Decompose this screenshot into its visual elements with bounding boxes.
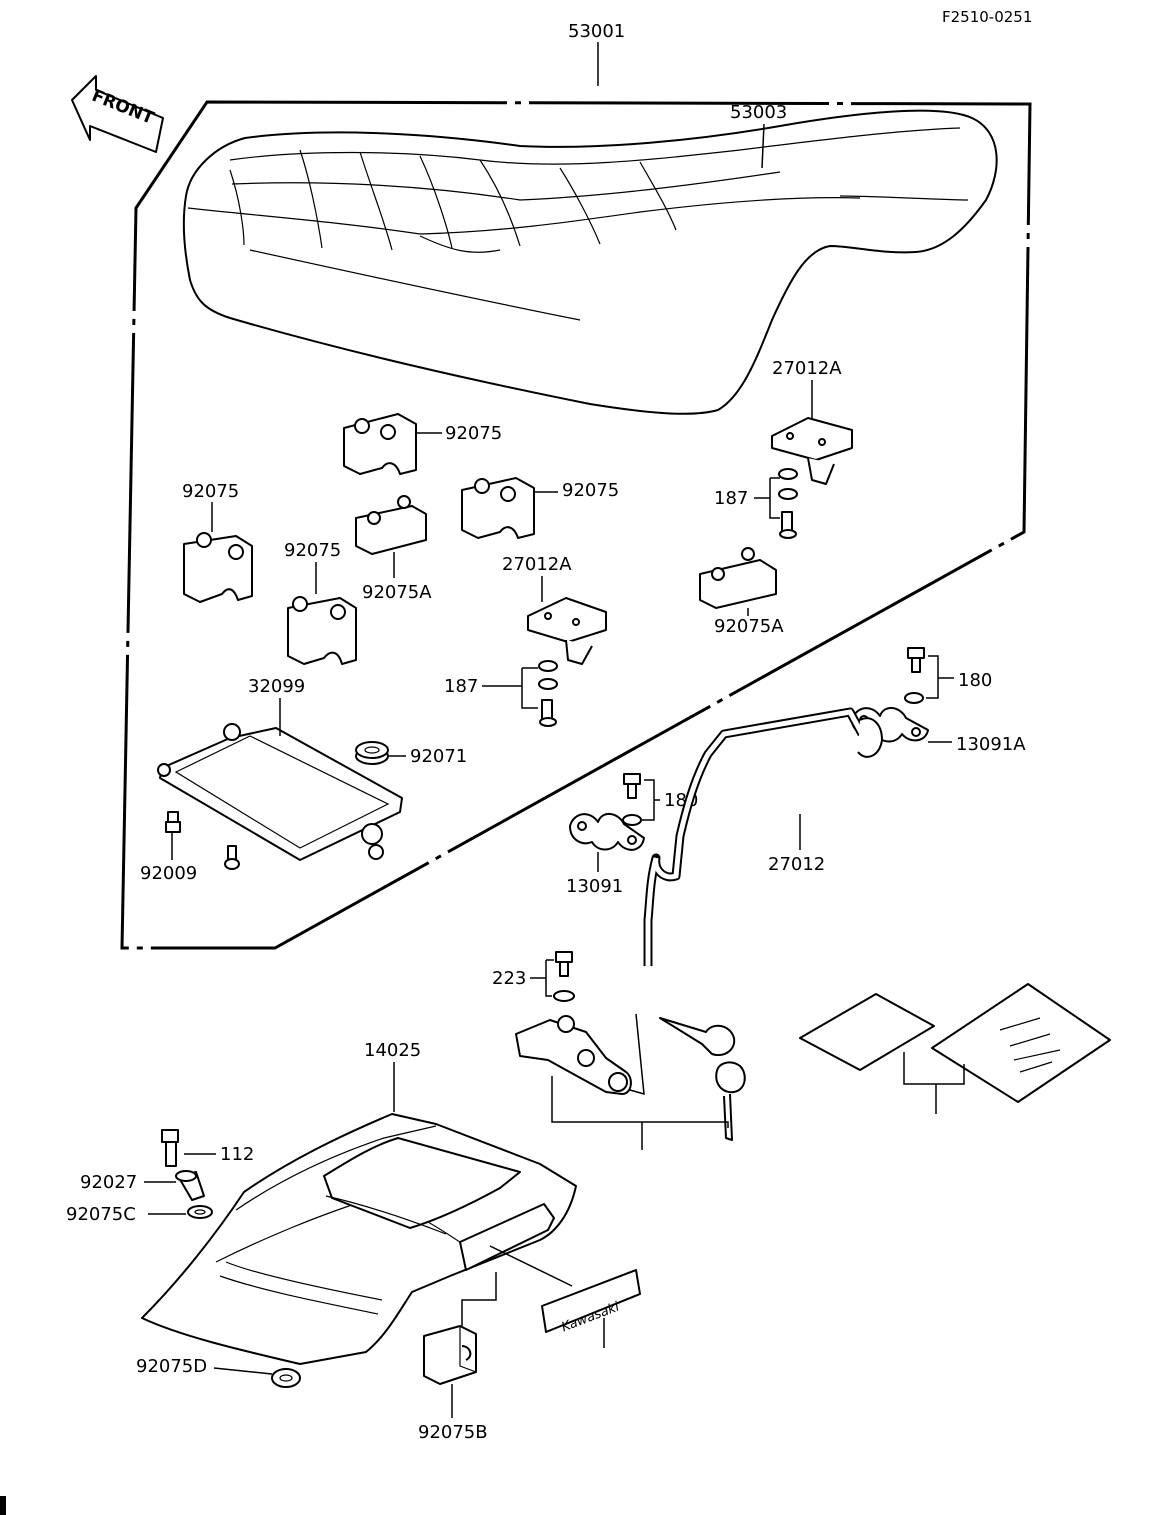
damper-block-icon bbox=[183, 532, 253, 603]
label-92027: 92027 bbox=[80, 1172, 137, 1193]
label-27012A-right: 27012A bbox=[772, 358, 842, 379]
key-icon bbox=[659, 1017, 746, 1141]
grommet-icon bbox=[355, 741, 389, 765]
label-13091: 13091 bbox=[566, 876, 623, 897]
collar-icon bbox=[175, 1170, 205, 1201]
leader-53003 bbox=[761, 123, 765, 169]
damper-block-icon bbox=[343, 413, 417, 475]
label-92009: 92009 bbox=[140, 863, 197, 884]
label-sheet-icon bbox=[799, 983, 1111, 1103]
label-92075-mid: 92075 bbox=[284, 540, 341, 561]
bolt-washer-icon bbox=[904, 647, 925, 704]
label-92071: 92071 bbox=[410, 746, 467, 767]
label-53003: 53003 bbox=[730, 102, 787, 123]
storage-tray-icon bbox=[157, 723, 403, 861]
bracket-icon bbox=[527, 597, 607, 665]
label-27012A-mid: 27012A bbox=[502, 554, 572, 575]
label-14025: 14025 bbox=[364, 1040, 421, 1061]
label-180-right: 180 bbox=[958, 670, 992, 691]
label-13091A: 13091A bbox=[956, 734, 1026, 755]
doc-code: F2510-0251 bbox=[942, 8, 1032, 26]
screw-washer-icon bbox=[553, 951, 575, 1002]
bolt-washer-icon bbox=[538, 660, 558, 727]
label-223: 223 bbox=[492, 968, 526, 989]
scan-mark bbox=[0, 1496, 6, 1515]
damper-block-icon bbox=[355, 495, 427, 555]
label-92075C: 92075C bbox=[66, 1204, 136, 1225]
assembly-boundary bbox=[120, 100, 1032, 950]
seat-icon bbox=[182, 109, 998, 415]
damper-block-icon bbox=[461, 477, 535, 539]
label-27012: 27012 bbox=[768, 854, 825, 875]
grommet-icon bbox=[187, 1205, 213, 1219]
grommet-icon bbox=[271, 1368, 301, 1388]
bolt-washer-icon bbox=[622, 773, 642, 826]
seat-lock-icon bbox=[515, 1013, 645, 1096]
label-92075-top: 92075 bbox=[445, 423, 502, 444]
bracket-icon bbox=[771, 417, 853, 485]
damper-block-icon bbox=[423, 1325, 477, 1385]
seat-lock-rod-icon bbox=[643, 707, 883, 966]
damper-block-icon bbox=[699, 547, 777, 609]
bolt-washer-icon bbox=[778, 468, 798, 539]
label-92075A-right: 92075A bbox=[714, 616, 784, 637]
label-92075-left: 92075 bbox=[182, 481, 239, 502]
front-arrow-icon: FRONT bbox=[71, 75, 164, 153]
label-187-right: 187 bbox=[714, 488, 748, 509]
label-53001: 53001 bbox=[568, 21, 625, 42]
tail-cover-icon bbox=[141, 1113, 577, 1365]
label-92075A-mid: 92075A bbox=[362, 582, 432, 603]
bolt-icon bbox=[161, 1129, 179, 1167]
label-92075-midright: 92075 bbox=[562, 480, 619, 501]
damper-block-icon bbox=[287, 596, 357, 665]
label-187-mid: 187 bbox=[444, 676, 478, 697]
label-92075D: 92075D bbox=[136, 1356, 207, 1377]
label-92075B: 92075B bbox=[418, 1422, 488, 1443]
label-112: 112 bbox=[220, 1144, 254, 1165]
clamp-icon bbox=[569, 813, 645, 851]
kawasaki-emblem-icon: Kawasaki bbox=[541, 1269, 641, 1335]
bolt-icon bbox=[165, 811, 240, 870]
label-32099: 32099 bbox=[248, 676, 305, 697]
